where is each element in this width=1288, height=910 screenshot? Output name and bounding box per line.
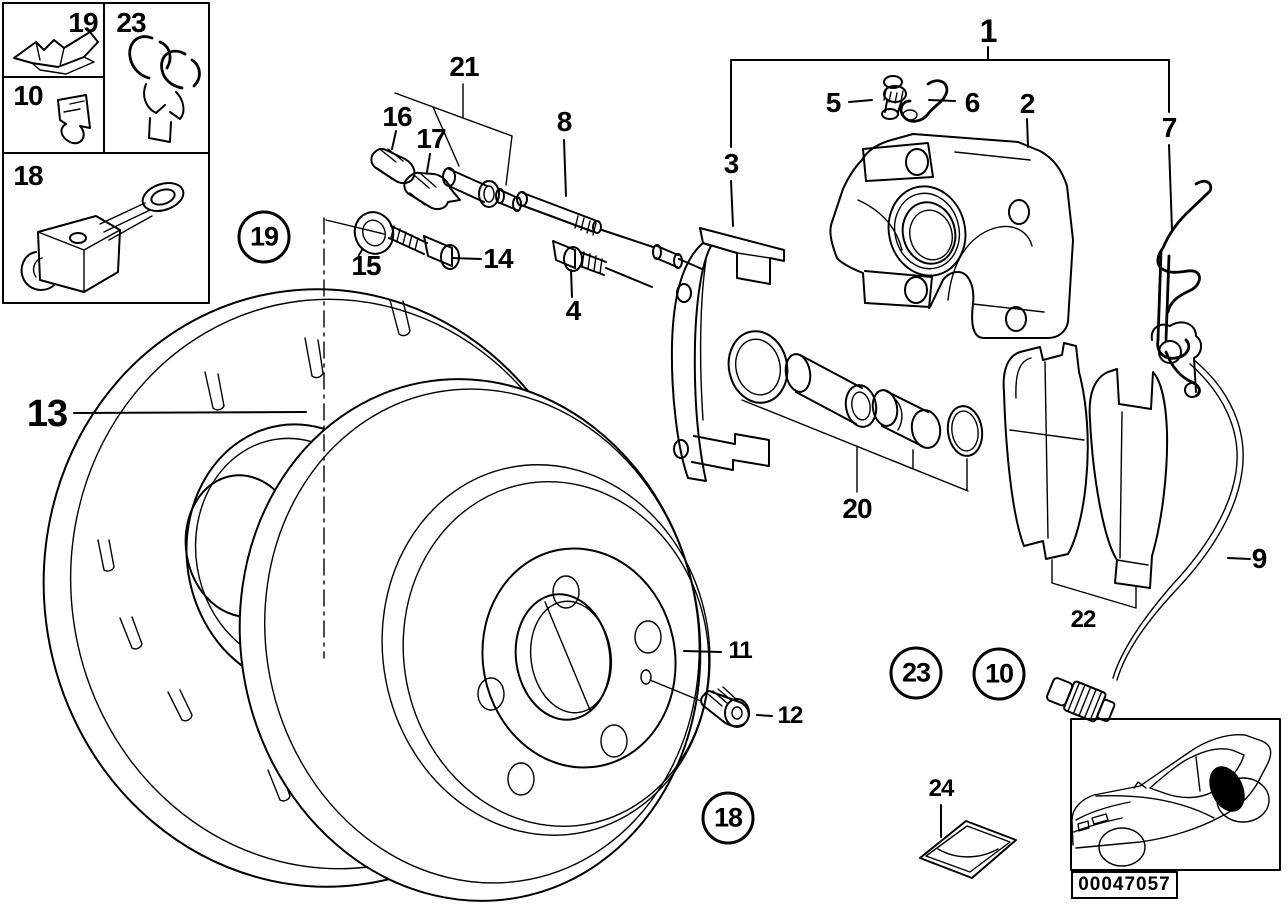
callout-8[interactable]: 8 — [556, 106, 573, 137]
grease-packet — [919, 820, 1017, 879]
hose-clip-thumb — [57, 94, 91, 145]
sensor-holder-thumb — [20, 182, 185, 293]
circled-callout-19[interactable]: 19 — [237, 210, 291, 264]
callout-5[interactable]: 5 — [825, 87, 842, 118]
inset-label-19[interactable]: 19 — [68, 7, 98, 38]
brake-caliper — [829, 75, 1074, 339]
callout-21[interactable]: 21 — [449, 51, 479, 82]
piston-kit — [727, 330, 984, 457]
callout-24[interactable]: 24 — [928, 775, 955, 802]
callout-9[interactable]: 9 — [1251, 543, 1268, 574]
callout-3[interactable]: 3 — [723, 148, 740, 179]
inset-label-10[interactable]: 10 — [13, 80, 43, 111]
set-screw — [700, 686, 750, 728]
callout-20[interactable]: 20 — [842, 493, 872, 524]
caliper-carrier — [670, 227, 785, 482]
brake-disc — [238, 378, 711, 902]
callout-7[interactable]: 7 — [1161, 112, 1178, 143]
callout-16[interactable]: 16 — [382, 101, 412, 132]
leader-lines — [73, 46, 1251, 838]
inset-label-18[interactable]: 18 — [13, 160, 43, 191]
car-inset — [1070, 718, 1281, 871]
double-clip-thumb — [128, 35, 201, 143]
bleeder-screw — [881, 75, 907, 120]
circled-callout-23[interactable]: 23 — [889, 646, 943, 700]
callout-17[interactable]: 17 — [416, 123, 446, 154]
bleeder-clip — [899, 79, 949, 123]
inset-parts-box — [2, 2, 210, 304]
retaining-spring — [1156, 180, 1213, 398]
callout-4[interactable]: 4 — [565, 295, 582, 326]
pad-clip-thumb — [13, 31, 99, 75]
callout-13[interactable]: 13 — [26, 393, 68, 435]
guide-hardware — [353, 147, 683, 276]
callout-15[interactable]: 15 — [351, 250, 381, 281]
callout-2[interactable]: 2 — [1019, 88, 1036, 119]
diagram-code: 00047057 — [1071, 871, 1178, 899]
wear-sensor — [1046, 321, 1244, 723]
circled-callout-18[interactable]: 18 — [701, 791, 755, 845]
inset-label-23[interactable]: 23 — [116, 7, 146, 38]
callout-1[interactable]: 1 — [979, 13, 998, 49]
callout-6[interactable]: 6 — [964, 87, 981, 118]
callout-14[interactable]: 14 — [483, 243, 513, 274]
callout-22[interactable]: 22 — [1070, 606, 1097, 633]
circled-callout-10[interactable]: 10 — [972, 647, 1026, 701]
callout-11[interactable]: 11 — [728, 637, 752, 664]
callout-12[interactable]: 12 — [777, 702, 804, 729]
brake-pads — [1002, 342, 1169, 589]
